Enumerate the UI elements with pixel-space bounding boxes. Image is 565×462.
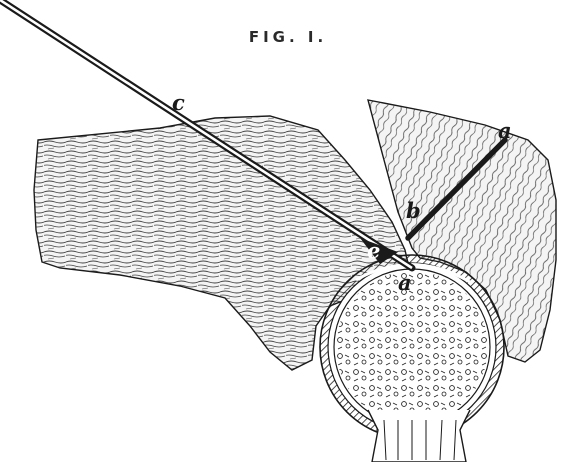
label-a-top: a	[498, 118, 512, 143]
label-c: c	[172, 90, 185, 115]
bone-head-spongy-interior	[336, 271, 488, 423]
label-b: b	[406, 198, 421, 223]
label-a-joint: a	[398, 270, 412, 295]
figure-title: FIG. I.	[249, 28, 327, 46]
label-e: e	[367, 238, 380, 263]
